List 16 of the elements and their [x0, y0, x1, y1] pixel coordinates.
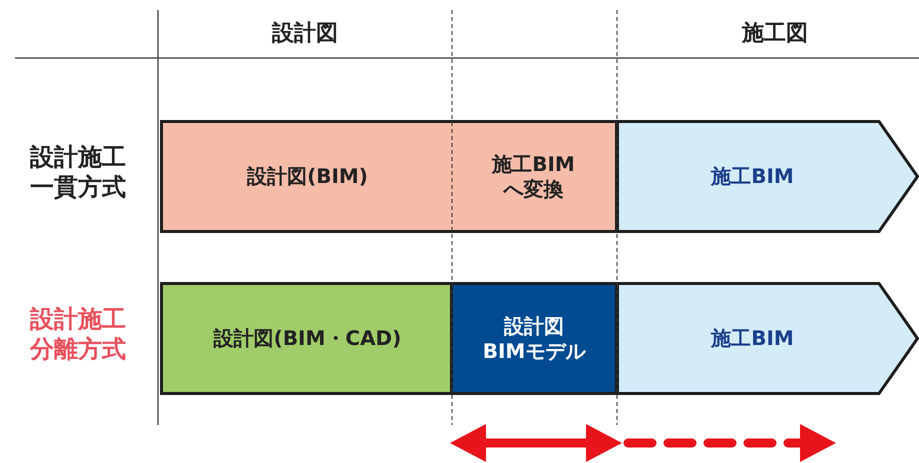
row-label: 設計施工分離方式 [28, 304, 127, 364]
process-box [160, 282, 452, 395]
process-box [452, 120, 618, 233]
process-box [160, 120, 452, 233]
process-box [450, 282, 618, 395]
row-label: 設計施工一貫方式 [28, 142, 127, 202]
box-label: 設計図BIMモデル [482, 314, 586, 364]
box-label: 施工BIM [711, 326, 795, 351]
box-label: 設計図(BIM) [247, 164, 368, 189]
column-header: 施工図 [740, 20, 809, 48]
box-label: 施工BIMへ変換 [490, 152, 576, 202]
arrow-shaped-box [616, 282, 919, 395]
box-label: 設計図(BIM・CAD) [214, 326, 402, 351]
column-header: 設計図 [270, 20, 339, 48]
box-label: 施工BIM [711, 164, 795, 189]
arrow-shaped-box [616, 120, 919, 233]
